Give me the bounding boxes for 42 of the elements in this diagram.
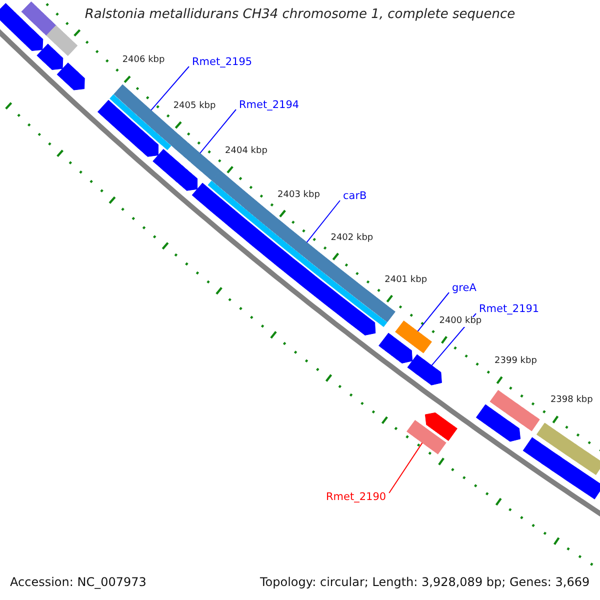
gene-feature [110, 94, 172, 150]
leader-line [306, 200, 340, 243]
gene-feature [192, 182, 376, 336]
tick-label: 2402 kbp [330, 234, 374, 244]
gene-label: Rmet_2190 [326, 492, 386, 504]
footer-text: Accession: NC_007973 [10, 576, 146, 590]
leader-line [388, 442, 423, 494]
leader-line [417, 292, 450, 332]
tick-label: 2401 kbp [384, 276, 428, 286]
gene-label: Rmet_2195 [192, 57, 252, 69]
gene-feature [36, 44, 64, 70]
gene-feature [0, 3, 44, 51]
gene-feature [406, 420, 446, 454]
footer-text: Topology: circular; Length: 3,928,089 bp; Genes: 3,669 [260, 576, 590, 590]
gene-feature [152, 148, 198, 191]
gene-feature [424, 412, 458, 441]
gene-feature [46, 25, 78, 56]
chart-title: Ralstonia metallidurans CH34 chromosome 1, complete sequence [84, 8, 516, 22]
gene-feature [378, 332, 413, 364]
tick-label: 2406 kbp [122, 56, 165, 66]
gene-feature [56, 62, 85, 90]
tick-label: 2398 kbp [550, 396, 593, 406]
tick-label: 2405 kbp [173, 102, 216, 112]
gene-label: greA [452, 283, 476, 295]
gene-feature [395, 320, 432, 354]
gene-label: carB [343, 191, 367, 203]
leader-line [200, 109, 236, 154]
gene-feature [171, 135, 221, 181]
leader-line [150, 66, 190, 111]
gene-label: Rmet_2191 [479, 304, 540, 316]
gene-feature [407, 354, 442, 386]
gene-feature [522, 437, 600, 500]
gene-label: Rmet_2194 [239, 100, 300, 112]
tick-label: 2400 kbp [439, 316, 482, 327]
gene-feature [97, 100, 159, 157]
gene-feature [490, 390, 540, 432]
gene-feature [476, 404, 521, 442]
tick-label: 2403 kbp [278, 190, 320, 200]
tick-label: 2404 kbp [225, 146, 268, 157]
tick-label: 2399 kbp [494, 357, 537, 368]
gene-feature [21, 1, 56, 36]
gene-feature [536, 422, 600, 476]
